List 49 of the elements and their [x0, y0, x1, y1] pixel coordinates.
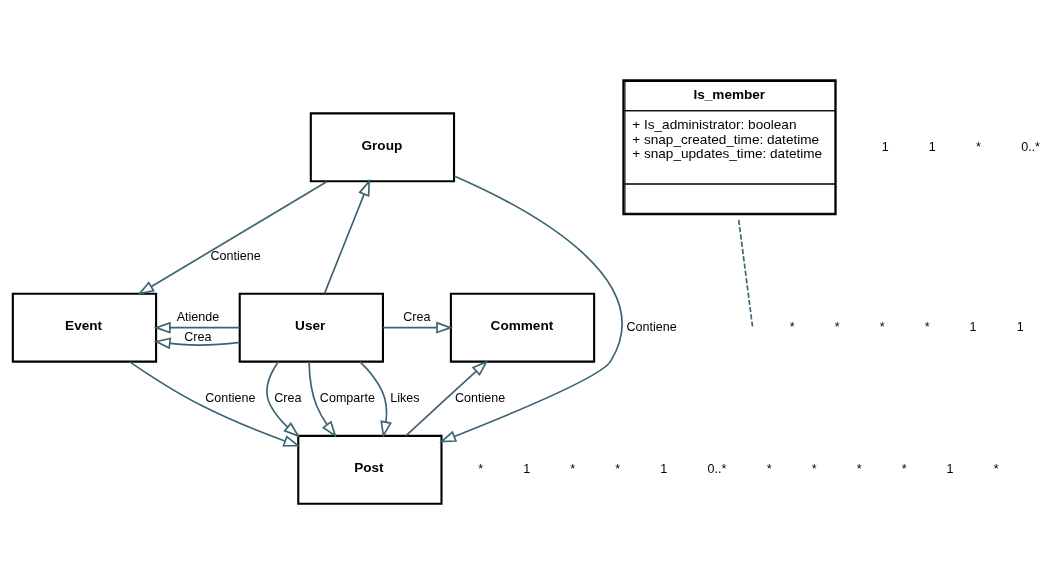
node-box: Group	[309, 112, 456, 183]
edge-label: Crea	[184, 329, 212, 344]
edge-label: Contiene	[455, 390, 506, 405]
node-box: Post	[297, 434, 443, 505]
arrow	[359, 361, 392, 439]
edge-label: Crea	[403, 309, 431, 324]
edge-label: Crea	[274, 390, 302, 405]
label: *	[570, 462, 576, 477]
label: *	[975, 139, 981, 154]
label: 1	[523, 462, 531, 477]
arrow	[266, 360, 301, 438]
node-box: Comment	[449, 292, 596, 363]
arrow	[153, 337, 241, 350]
label: 1	[1016, 319, 1024, 334]
label: *	[879, 319, 885, 334]
label: 1	[928, 139, 936, 154]
edge-label: Atiende	[176, 309, 220, 324]
label: *	[924, 319, 930, 334]
arrow	[323, 179, 371, 295]
arrow	[128, 360, 301, 447]
node-box: User	[238, 292, 384, 363]
arrow	[308, 361, 337, 438]
label: *	[993, 462, 999, 477]
arrow	[404, 360, 489, 437]
arrow	[439, 175, 623, 443]
arrow	[153, 321, 241, 334]
edge-label: Contiene	[626, 319, 677, 334]
edge-label: Comparte	[319, 390, 375, 405]
label: 1	[881, 139, 889, 154]
label: 0..*	[707, 462, 727, 477]
label: *	[834, 319, 840, 334]
node-box: Event	[11, 292, 158, 363]
label: *	[478, 462, 484, 477]
edge-label: Contiene	[210, 248, 261, 263]
edge-label: Likes	[390, 390, 420, 405]
label: 1	[969, 319, 977, 334]
label: 1	[660, 462, 668, 477]
edge-label: Contiene	[205, 390, 256, 405]
label: *	[811, 462, 817, 477]
label: *	[901, 462, 907, 477]
label: 1	[946, 462, 954, 477]
label: *	[789, 319, 795, 334]
label: *	[615, 462, 621, 477]
label: *	[856, 462, 862, 477]
connector	[737, 219, 754, 328]
arrow	[382, 321, 454, 334]
arrow	[137, 180, 328, 295]
label: 0..*	[1021, 139, 1041, 154]
label: *	[766, 462, 772, 477]
